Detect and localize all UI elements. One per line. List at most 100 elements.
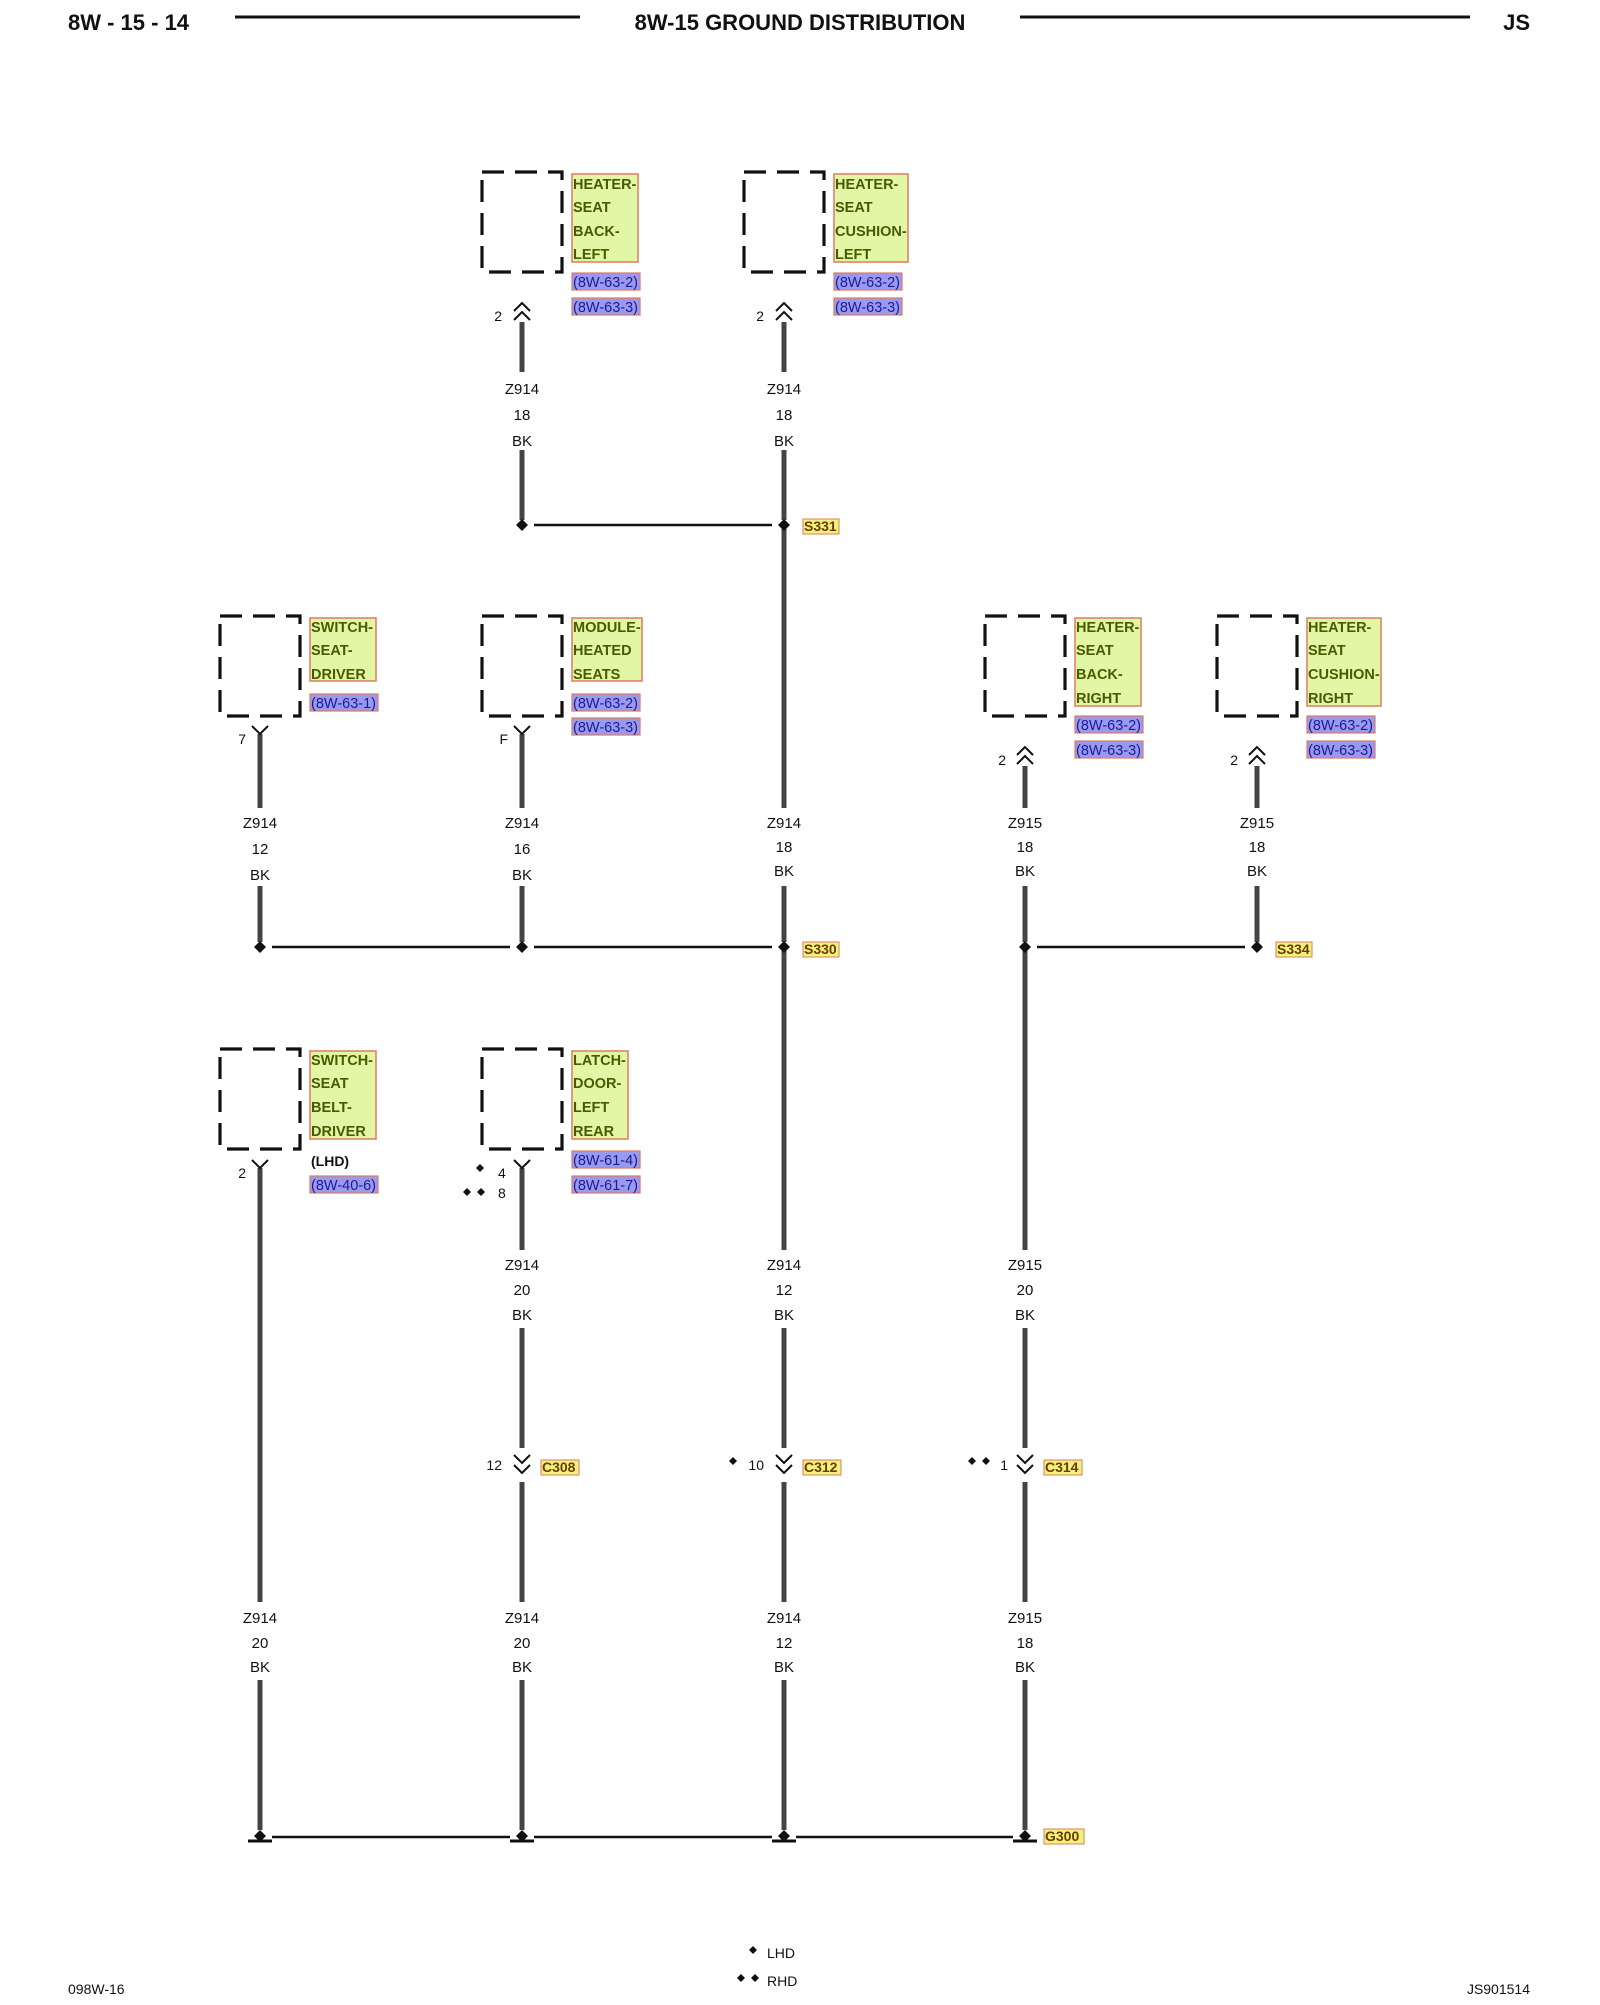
wire-circuit: Z915 xyxy=(1008,815,1042,832)
female-terminal-icon xyxy=(251,725,269,736)
component-label-line: DRIVER xyxy=(311,1124,366,1140)
component-label-line: RIGHT xyxy=(1308,691,1353,707)
component-label-line: SEATS xyxy=(573,667,621,683)
splice-label-s330[interactable]: S330 xyxy=(804,941,837,957)
component-heater-seat-back-right[interactable]: 2 HEATER- SEAT BACK- RIGHT (8W-63-2) (8W… xyxy=(983,614,1144,768)
component-label-line: SEAT xyxy=(835,200,873,216)
ground-label[interactable]: G300 xyxy=(1045,1828,1079,1844)
ref-link[interactable]: (8W-63-3) xyxy=(1076,743,1141,759)
ref-link[interactable]: (8W-63-3) xyxy=(1308,743,1373,759)
component-heater-seat-cushion-right[interactable]: 2 HEATER- SEAT CUSHION- RIGHT (8W-63-2) … xyxy=(1215,614,1382,768)
wire-color: BK xyxy=(1015,863,1035,880)
component-label-box xyxy=(571,173,639,263)
component-label-box xyxy=(1306,617,1382,707)
page-header: 8W - 15 - 14 8W-15 GROUND DISTRIBUTION J… xyxy=(68,10,1530,35)
ref-link[interactable]: (8W-63-2) xyxy=(1308,718,1373,734)
connector-c312[interactable]: 10 C312 xyxy=(729,1454,842,1476)
component-switch-seat-belt-driver[interactable]: 2 SWITCH- SEAT BELT- DRIVER (LHD) (8W-40… xyxy=(218,1047,379,1194)
page-footer: 098W-16 JS901514 LHD RHD xyxy=(68,1945,1530,1997)
footer-left-code: 098W-16 xyxy=(68,1981,125,1997)
ref-link-box xyxy=(571,297,641,316)
wire-circuit: Z914 xyxy=(767,1610,801,1627)
wire-gauge: 20 xyxy=(252,1635,269,1652)
component-outline xyxy=(1215,614,1299,718)
wire-gauge: 18 xyxy=(1249,839,1266,856)
component-label-line: SEAT xyxy=(311,1076,349,1092)
wire-color: BK xyxy=(512,433,532,450)
pin-number: F xyxy=(499,731,508,747)
component-heater-seat-cushion-left[interactable]: 2 HEATER- SEAT CUSHION- LEFT (8W-63-2) (… xyxy=(742,170,909,324)
component-label-line: HEATER- xyxy=(1308,620,1372,636)
male-terminal-icon xyxy=(1016,745,1034,765)
splice-dot xyxy=(778,941,790,953)
ref-link[interactable]: (8W-63-3) xyxy=(573,720,638,736)
ref-link[interactable]: (8W-61-4) xyxy=(573,1153,638,1169)
connector-label[interactable]: C312 xyxy=(804,1459,838,1475)
wire-gauge: 20 xyxy=(514,1282,531,1299)
page-title: 8W-15 GROUND DISTRIBUTION xyxy=(635,10,966,35)
ref-link[interactable]: (8W-40-6) xyxy=(311,1178,376,1194)
connector-c314[interactable]: 1 C314 xyxy=(968,1454,1083,1476)
wire-color: BK xyxy=(512,1659,532,1676)
ref-link[interactable]: (8W-61-7) xyxy=(573,1178,638,1194)
male-terminal-icon xyxy=(775,301,793,321)
wire-color: BK xyxy=(774,863,794,880)
rhd-marker-icon xyxy=(968,1457,976,1465)
component-heater-seat-back-left[interactable]: 2 HEATER- SEAT BACK- LEFT (8W-63-2) (8W-… xyxy=(480,170,641,324)
splice-dot xyxy=(516,941,528,953)
pin-number: 8 xyxy=(498,1185,506,1201)
ref-link-box xyxy=(1074,715,1144,734)
ref-link[interactable]: (8W-63-2) xyxy=(573,696,638,712)
lhd-marker-icon xyxy=(476,1164,484,1172)
wire-gauge: 18 xyxy=(776,839,793,856)
component-outline xyxy=(983,614,1067,718)
component-label-box xyxy=(571,1050,629,1140)
ref-link-box xyxy=(1074,740,1144,759)
page-id: 8W - 15 - 14 xyxy=(68,10,190,35)
component-label-line: LEFT xyxy=(573,1100,609,1116)
component-label-line: SWITCH- xyxy=(311,620,373,636)
component-label-box xyxy=(309,1050,377,1140)
ground-terminal xyxy=(248,1830,272,1843)
male-terminal-icon xyxy=(513,301,531,321)
wire-gauge: 20 xyxy=(1017,1282,1034,1299)
wire-circuit: Z914 xyxy=(505,1257,539,1274)
ref-link-box xyxy=(833,272,903,291)
splice-label-s331[interactable]: S331 xyxy=(804,518,837,534)
ref-link-box xyxy=(571,272,641,291)
wire-circuit: Z915 xyxy=(1008,1610,1042,1627)
splice-dot xyxy=(778,519,790,531)
connector-label[interactable]: C314 xyxy=(1045,1459,1079,1475)
component-outline xyxy=(218,1047,302,1151)
ref-link[interactable]: (8W-63-3) xyxy=(573,300,638,316)
wire-labels: Z914 18 BK Z914 18 BK Z914 12 BK Z914 16… xyxy=(243,381,1274,1676)
wire-gauge: 18 xyxy=(776,407,793,424)
rhd-legend-icon xyxy=(751,1974,759,1982)
ref-link[interactable]: (8W-63-2) xyxy=(1076,718,1141,734)
component-outline xyxy=(480,1047,564,1151)
connector-label[interactable]: C308 xyxy=(542,1459,576,1475)
ground-g300[interactable]: G300 xyxy=(1043,1828,1085,1845)
component-module-heated-seats[interactable]: F MODULE- HEATED SEATS (8W-63-2) (8W-63-… xyxy=(480,614,643,747)
ref-link[interactable]: (8W-63-2) xyxy=(835,275,900,291)
wire-circuit: Z915 xyxy=(1240,815,1274,832)
component-switch-seat-driver[interactable]: 7 SWITCH- SEAT- DRIVER (8W-63-1) xyxy=(218,614,379,747)
splice-label-s334[interactable]: S334 xyxy=(1277,941,1310,957)
ground-terminal xyxy=(510,1830,534,1843)
connector-chevron-icon xyxy=(1016,1454,1034,1475)
lhd-marker-icon xyxy=(729,1457,737,1465)
connector-c308[interactable]: 12 C308 xyxy=(486,1454,580,1476)
ref-link[interactable]: (8W-63-1) xyxy=(311,696,376,712)
wire-gauge: 20 xyxy=(514,1635,531,1652)
rhd-marker-icon xyxy=(463,1188,471,1196)
component-label-line: HEATED xyxy=(573,643,632,659)
component-label-box xyxy=(571,617,643,682)
component-label-line: BELT- xyxy=(311,1100,352,1116)
pin-number: 2 xyxy=(1230,752,1238,768)
ref-link[interactable]: (8W-63-3) xyxy=(835,300,900,316)
pin-number: 2 xyxy=(998,752,1006,768)
wire-circuit: Z914 xyxy=(505,815,539,832)
ref-link[interactable]: (8W-63-2) xyxy=(573,275,638,291)
component-latch-door-left-rear[interactable]: 4 8 LATCH- DOOR- LEFT REAR (8W-61-4) (8W… xyxy=(463,1047,641,1201)
